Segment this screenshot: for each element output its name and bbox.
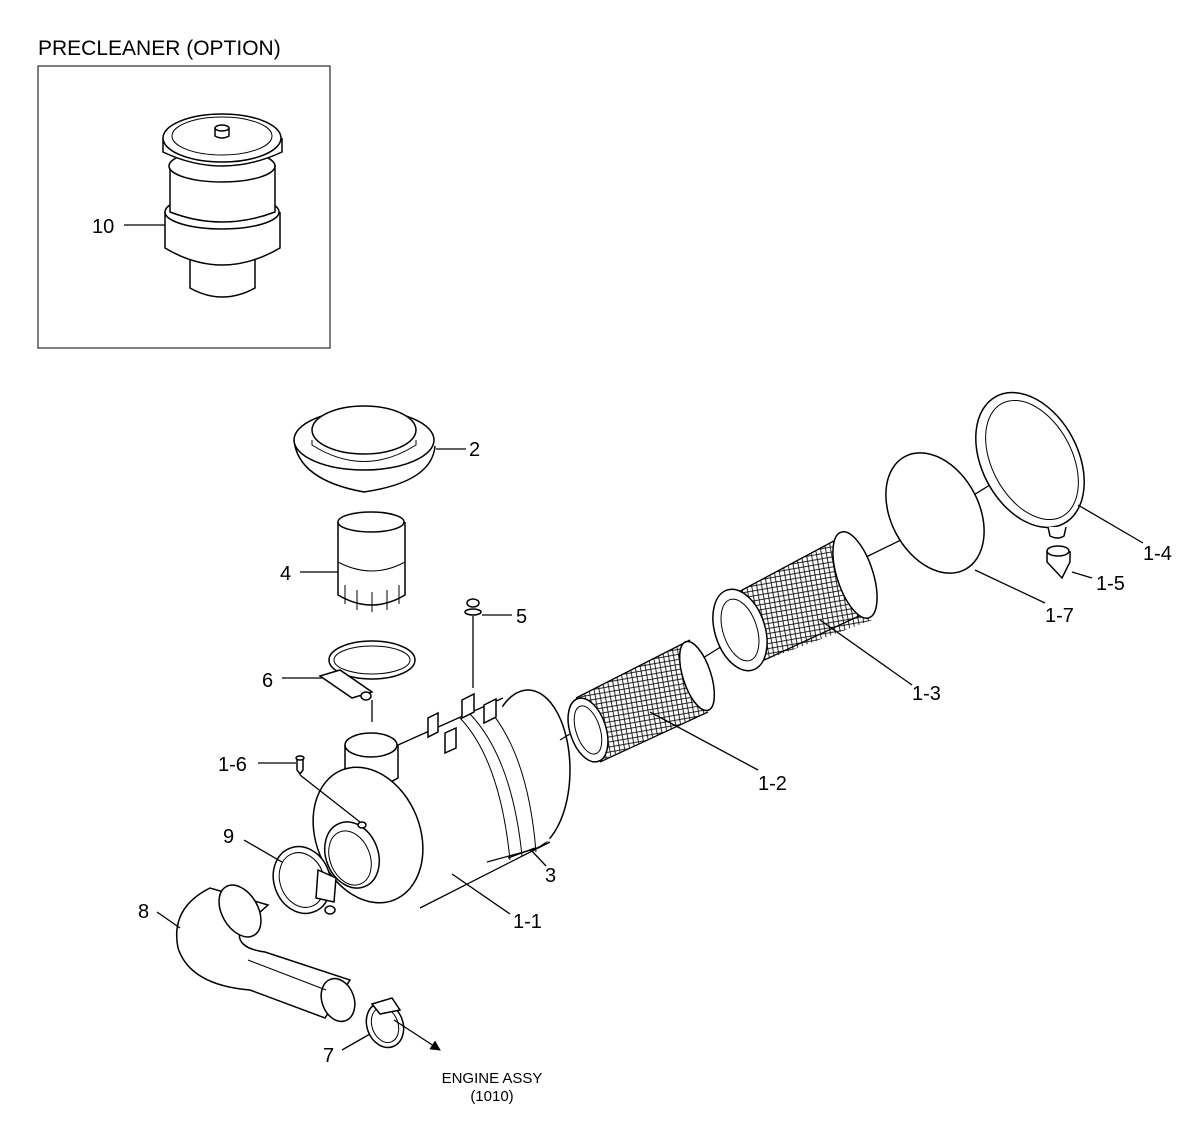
callout-5: 5 bbox=[516, 606, 527, 628]
leader-1-7 bbox=[974, 569, 1046, 604]
leader-3b bbox=[507, 847, 536, 859]
leader-3c bbox=[530, 849, 547, 867]
leader-1-4 bbox=[1077, 504, 1144, 544]
adapter-tube-part bbox=[337, 511, 406, 612]
callout-3: 3 bbox=[545, 865, 556, 887]
callout-4: 4 bbox=[280, 563, 291, 585]
callout-10: 10 bbox=[92, 216, 114, 238]
destination-label: ENGINE ASSY bbox=[442, 1070, 543, 1087]
end-cover-part bbox=[975, 391, 1085, 539]
precleaner-part bbox=[162, 113, 283, 298]
leader-7 bbox=[341, 1033, 371, 1051]
callout-1-6: 1-6 bbox=[218, 754, 247, 776]
dust-valve-part bbox=[1046, 545, 1071, 580]
callout-1-1: 1-1 bbox=[513, 911, 542, 933]
callout-2: 2 bbox=[469, 439, 480, 461]
callout-1-7: 1-7 bbox=[1045, 605, 1074, 627]
primary-filter-part bbox=[712, 531, 878, 672]
bolt-part bbox=[464, 598, 482, 630]
leader-1-1 bbox=[451, 873, 511, 915]
clamp-9 bbox=[272, 845, 337, 915]
leader-9 bbox=[243, 839, 283, 863]
leader-1-5 bbox=[1071, 571, 1093, 579]
cover-cap-part bbox=[293, 405, 436, 493]
center-line-1-6 bbox=[299, 774, 361, 823]
destination-code: (1010) bbox=[470, 1088, 513, 1105]
gasket-part bbox=[885, 452, 985, 574]
callout-1-2: 1-2 bbox=[758, 773, 787, 795]
precleaner-inset: PRECLEANER (OPTION) 10 bbox=[37, 37, 331, 349]
arrow-icon bbox=[393, 1019, 441, 1051]
inset-title: PRECLEANER (OPTION) bbox=[38, 37, 281, 60]
callout-1-3: 1-3 bbox=[912, 683, 941, 705]
inset-frame bbox=[37, 65, 331, 349]
leader-1-2 bbox=[649, 711, 759, 771]
hose-part bbox=[176, 884, 356, 1023]
callout-1-4: 1-4 bbox=[1143, 543, 1172, 565]
callout-1-5: 1-5 bbox=[1096, 573, 1125, 595]
valve-part bbox=[295, 755, 305, 776]
safety-filter-part bbox=[567, 639, 716, 763]
leader-1-3 bbox=[819, 619, 913, 686]
clamp-7 bbox=[365, 997, 405, 1049]
callout-9: 9 bbox=[223, 826, 234, 848]
callout-6: 6 bbox=[262, 670, 273, 692]
leader-8 bbox=[156, 911, 181, 929]
callout-8: 8 bbox=[138, 901, 149, 923]
hose-clamp-6 bbox=[318, 640, 416, 701]
housing-part bbox=[312, 689, 571, 909]
callout-7: 7 bbox=[323, 1045, 334, 1067]
